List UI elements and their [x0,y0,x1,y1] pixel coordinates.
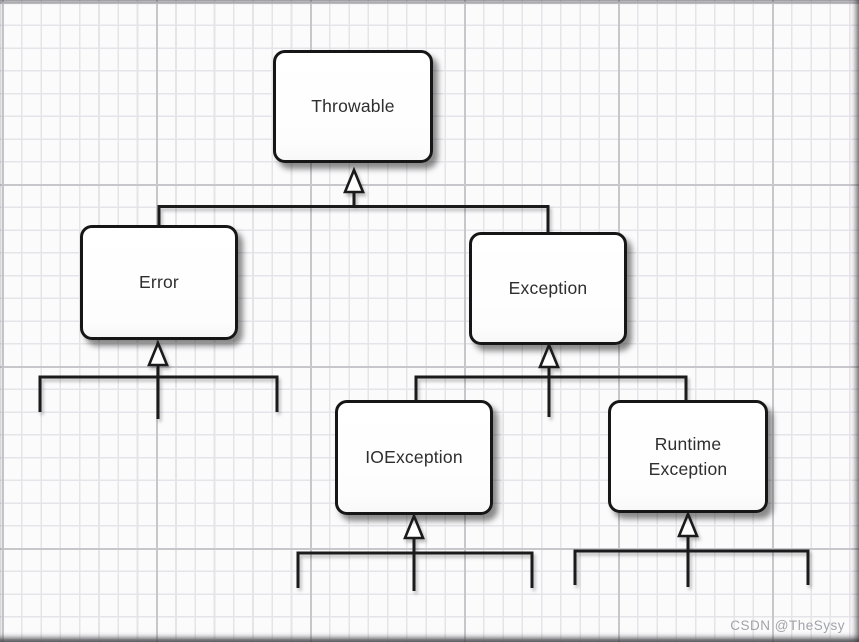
node-error-label: Error [139,272,179,292]
inheritance-arrow-runtime-exception [677,510,699,538]
node-ioexception: IOException [335,400,493,515]
connector-runtime-exception-subclasses [573,536,810,587]
node-error: Error [80,225,238,340]
inheritance-arrow-exception [538,341,560,369]
connector-exception-children [414,366,688,417]
node-ioexception-label: IOException [365,447,463,467]
node-exception-label: Exception [508,278,588,298]
node-throwable-label: Throwable [311,96,395,116]
inheritance-arrow-error [147,339,169,367]
node-runtime-exception: Runtime Exception [608,400,768,513]
inheritance-arrow-ioexception [403,512,425,540]
node-runtime-exception-label: Runtime Exception [648,433,728,479]
inheritance-arrow-throwable [343,166,365,194]
connector-throwable-children [157,191,550,233]
connector-error-subclasses [38,364,279,419]
node-exception: Exception [469,232,627,345]
node-throwable: Throwable [273,50,433,163]
watermark-text: CSDN @TheSysy [730,618,845,633]
connector-ioexception-subclasses [296,538,534,591]
